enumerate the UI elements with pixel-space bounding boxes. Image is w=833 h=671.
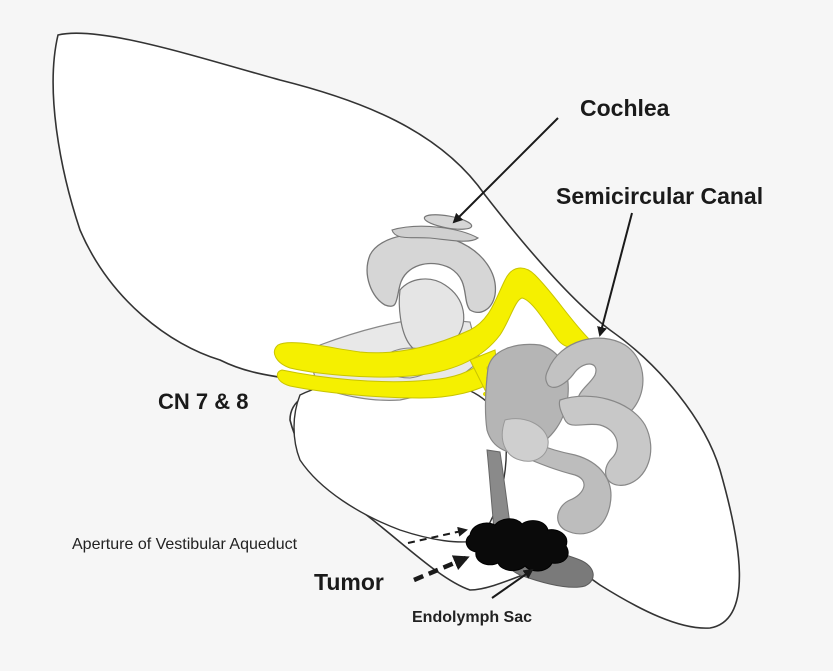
- semicircular-canal-label: Semicircular Canal: [556, 183, 763, 209]
- endolymph-sac-label: Endolymph Sac: [412, 609, 532, 626]
- tumor-mass: [465, 518, 569, 572]
- cochlea-structure: [366, 214, 497, 379]
- aperture-label: Aperture of Vestibular Aqueduct: [72, 536, 298, 553]
- tumor-label: Tumor: [314, 569, 384, 595]
- endolymph-sac-arrow: [491, 568, 534, 599]
- cochlea-arrow: [452, 117, 559, 224]
- aperture-arrow: [407, 526, 468, 544]
- semicircular-canal-arrow: [597, 212, 633, 337]
- cochlea-label: Cochlea: [580, 95, 670, 121]
- cn-7-8-label: CN 7 & 8: [158, 389, 248, 414]
- semicircular-canal-structure: [484, 337, 652, 535]
- tumor-arrow: [413, 555, 470, 583]
